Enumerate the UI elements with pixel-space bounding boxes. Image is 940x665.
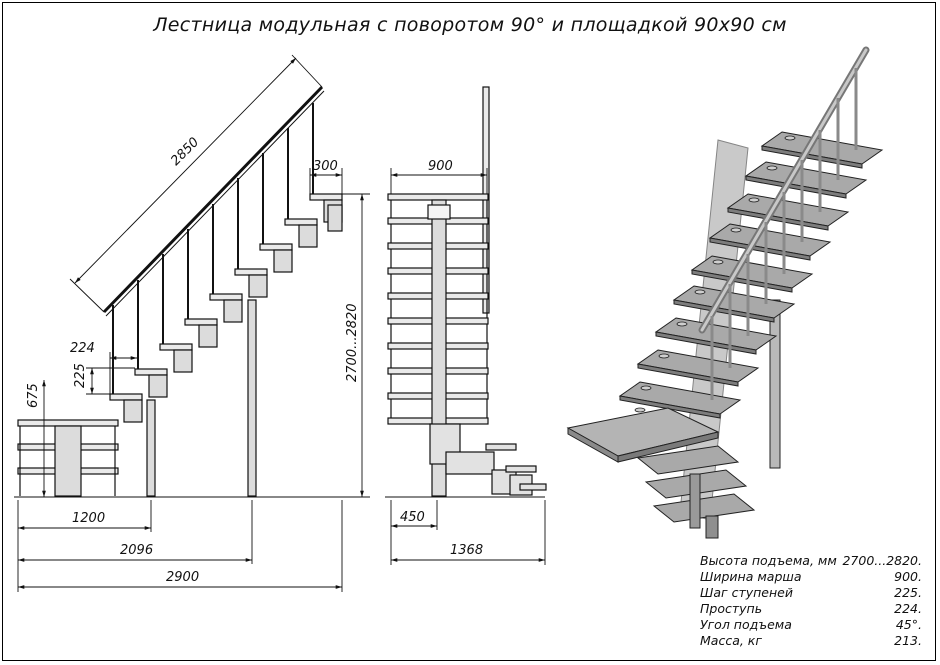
iso-main-column <box>769 299 781 469</box>
iso-tread-caps <box>634 135 796 413</box>
support-post-left <box>146 399 156 497</box>
spec-row: Шаг ступеней 225. <box>700 585 922 601</box>
side-dimension-labels: 2850 300 224 225 675 2700...2820 1200 20… <box>26 135 360 585</box>
spec-row: Масса, кг 213. <box>700 633 922 649</box>
dim-total-length: 2900 <box>166 570 199 585</box>
spec-label: Ширина марша <box>700 569 802 584</box>
side-dimensions <box>17 54 370 592</box>
dim-front-length: 1368 <box>450 543 483 558</box>
isometric-view <box>566 46 884 539</box>
spec-row: Высота подъема, мм 2700...2820. <box>700 553 922 569</box>
spec-value: 2700...2820. <box>842 553 922 568</box>
iso-balusters <box>710 68 858 400</box>
drawing-title: Лестница модульная с поворотом 90° и пло… <box>153 14 787 36</box>
front-dimensions <box>390 168 546 565</box>
dim-march-width: 900 <box>428 159 453 174</box>
spec-value: 900. <box>894 569 922 584</box>
spec-row: Угол подъема 45°. <box>700 617 922 633</box>
front-view <box>385 86 547 498</box>
dim-landing-height: 675 <box>26 383 41 408</box>
side-modules <box>123 199 343 423</box>
spec-label: Шаг ступеней <box>700 585 793 600</box>
dim-tread-depth: 224 <box>70 341 95 356</box>
spec-value: 225. <box>894 585 922 600</box>
landing <box>17 419 119 497</box>
front-lower-modules <box>429 423 547 496</box>
iso-upper-treads <box>618 131 884 415</box>
support-post-right <box>247 299 257 497</box>
dim-post-offset: 2096 <box>120 543 153 558</box>
dim-total-height: 2700...2820 <box>345 303 360 382</box>
spec-label: Проступь <box>700 601 763 616</box>
spec-value: 213. <box>894 633 922 648</box>
spec-label: Высота подъема, мм <box>700 553 837 568</box>
front-dimension-labels: 900 450 1368 <box>400 159 483 558</box>
spec-row: Проступь 224. <box>700 601 922 617</box>
dim-rail-length: 2850 <box>168 135 202 169</box>
spec-row: Ширина марша 900. <box>700 569 922 585</box>
spec-label: Угол подъема <box>700 617 792 632</box>
spec-label: Масса, кг <box>700 633 762 648</box>
specifications-table: Высота подъема, мм 2700...2820. Ширина ма… <box>700 553 922 649</box>
spec-value: 45°. <box>895 617 922 632</box>
dim-step-height: 225 <box>73 363 88 388</box>
dim-landing-length: 1200 <box>72 511 105 526</box>
spec-value: 224. <box>894 601 922 616</box>
dim-top-tread: 300 <box>313 159 338 174</box>
dim-front-offset: 450 <box>400 510 425 525</box>
front-central-column <box>431 199 447 497</box>
